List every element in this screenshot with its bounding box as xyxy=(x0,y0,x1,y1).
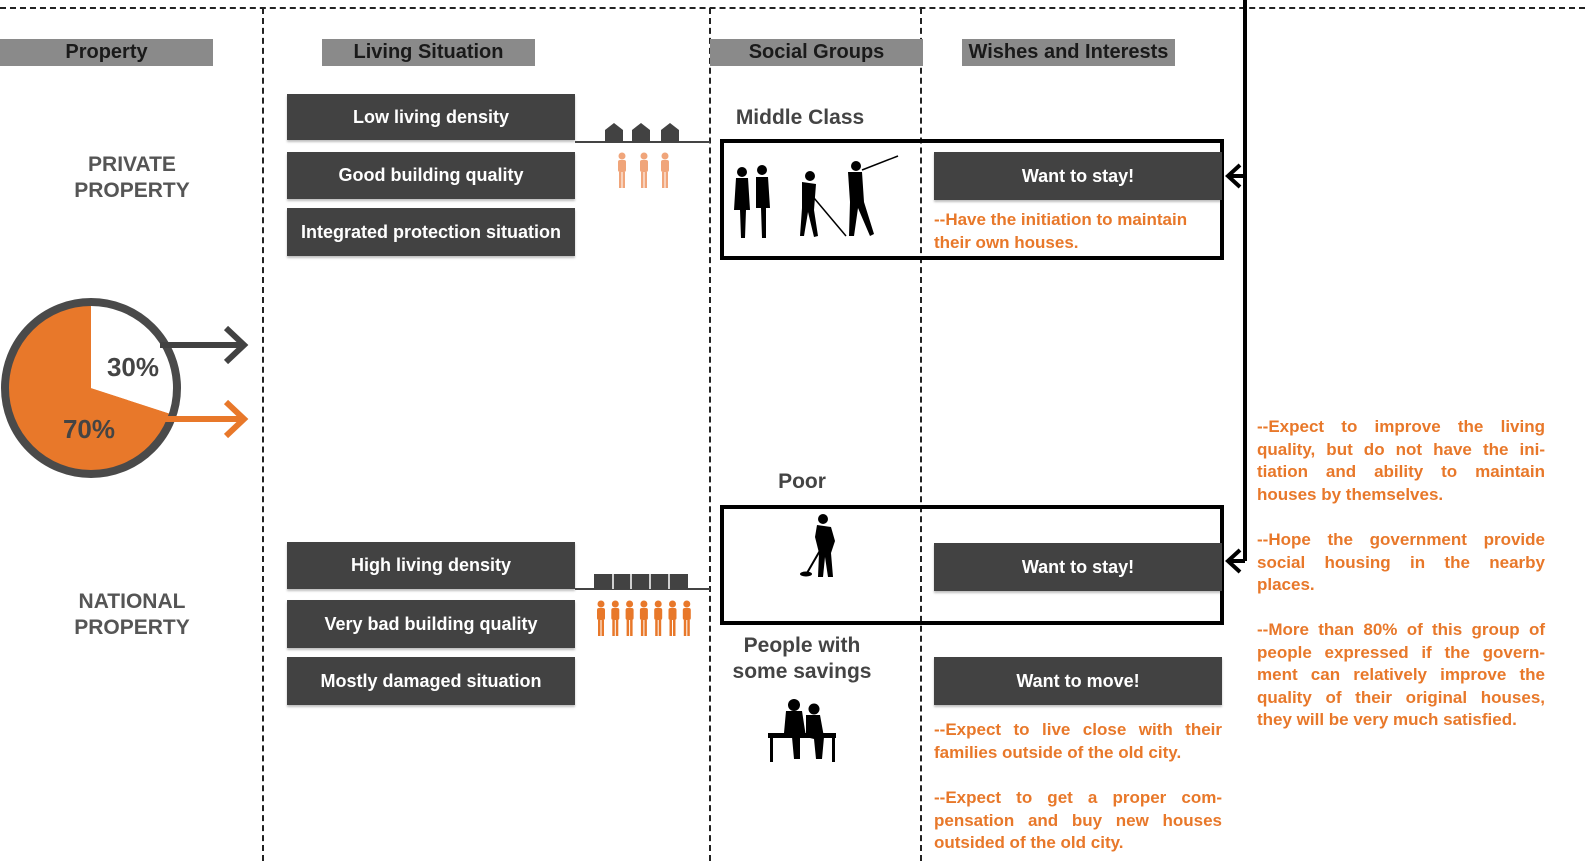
poor-label: Poor xyxy=(778,470,826,493)
pie-label-private: 30% xyxy=(107,352,159,382)
pie-slice-private xyxy=(91,302,178,415)
low-density-icons xyxy=(575,123,710,188)
national-property-label: NATIONAL PROPERTY xyxy=(74,590,190,639)
person-icon xyxy=(625,600,634,636)
arrow-national-head xyxy=(223,399,249,439)
pie-ring xyxy=(1,298,181,478)
poor-notes-connector xyxy=(1225,0,1247,574)
header-social-groups: Social Groups xyxy=(710,39,923,66)
poor-frame xyxy=(720,505,1224,625)
top-dashed-border xyxy=(0,7,1585,9)
poor-note-2: --Hope the government provide social hou… xyxy=(1257,530,1545,594)
person-icon xyxy=(597,600,605,636)
person-icon xyxy=(668,600,677,636)
people-with-savings-label: People with some savings xyxy=(732,634,872,683)
pie-slice-national xyxy=(5,302,173,474)
house-icon xyxy=(605,123,679,142)
column-divider-2 xyxy=(709,8,711,861)
savings-want-to-move-box: Want to move! xyxy=(934,657,1222,705)
arrow-middle-head xyxy=(1225,163,1242,189)
living-national-item-2: Very bad building quality xyxy=(287,600,575,648)
arrow-poor-head xyxy=(1225,548,1242,574)
poor-note-3: --More than 80% of this group of people … xyxy=(1257,620,1545,729)
person-icon xyxy=(611,600,620,636)
silhouette-sweeper-icon xyxy=(800,514,835,577)
column-divider-3 xyxy=(920,8,922,861)
poor-note-1: --Expect to improve the living quality, … xyxy=(1257,417,1545,504)
header-property: Property xyxy=(0,39,213,66)
pie-group xyxy=(1,298,181,478)
middle-want-to-stay-box: Want to stay! xyxy=(934,152,1222,200)
column-divider-1 xyxy=(262,8,264,861)
middle-class-label: Middle Class xyxy=(735,106,865,129)
person-icon xyxy=(654,600,663,636)
silhouette-couple-icon xyxy=(734,155,899,238)
person-icon xyxy=(618,152,669,188)
house-icon-row xyxy=(594,574,688,589)
silhouette-golfer-icon xyxy=(800,155,899,237)
savings-note-2: --Expect to get a proper com-pensation a… xyxy=(934,788,1222,852)
living-national-item-3: Mostly damaged situation xyxy=(287,657,575,705)
living-private-item-2: Good building quality xyxy=(287,152,575,199)
person-icon xyxy=(682,600,691,636)
poor-want-to-stay-box: Want to stay! xyxy=(934,543,1222,591)
private-property-label: PRIVATE PROPERTY xyxy=(74,153,190,202)
middle-class-frame xyxy=(720,139,1224,260)
savings-note-1: --Expect to live close with their famili… xyxy=(934,720,1222,762)
person-icon xyxy=(597,600,691,636)
high-density-icons xyxy=(575,574,710,636)
header-living-situation: Living Situation xyxy=(322,39,535,66)
pie-label-national: 70% xyxy=(63,414,115,444)
silhouette-elderly-bench-icon xyxy=(768,699,836,762)
person-icon xyxy=(639,600,648,636)
header-wishes-interests: Wishes and Interests xyxy=(962,39,1175,66)
property-pie-chart: 30% 70% xyxy=(1,298,249,478)
living-private-item-1: Low living density xyxy=(287,94,575,140)
middle-class-note: --Have the initiation to maintain their … xyxy=(934,210,1188,252)
living-private-item-3: Integrated protection situation xyxy=(287,208,575,256)
arrow-private-head xyxy=(223,325,249,365)
living-national-item-1: High living density xyxy=(287,542,575,589)
